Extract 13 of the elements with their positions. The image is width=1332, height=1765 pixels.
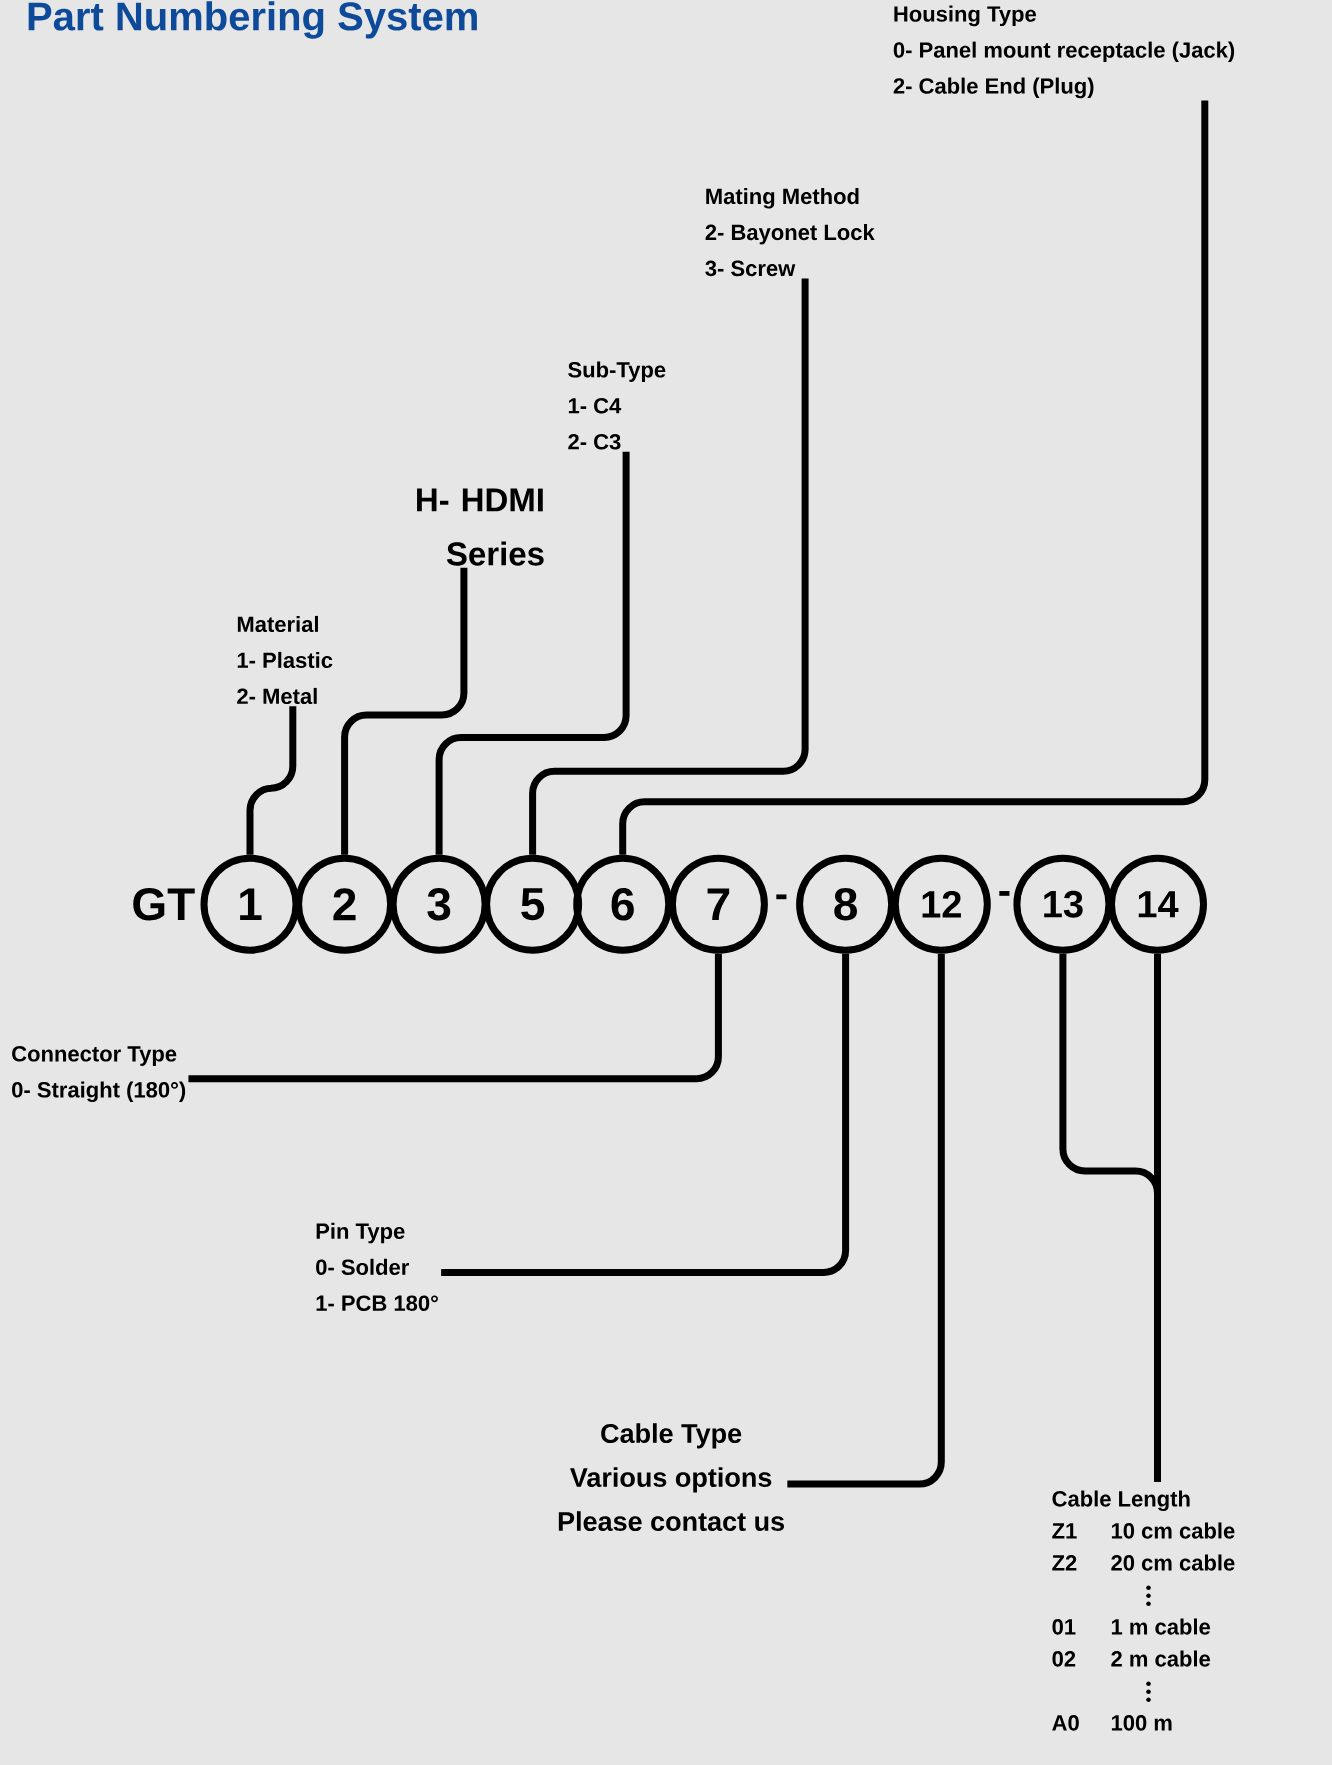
title: Part Numbering System [28,1,477,39]
option-list: Mating Method 2- Bayonet Lock 3- Screw [705,188,875,277]
option-list: Material 1- Plastic 2- Metal [237,615,333,705]
option-list: Sub-Type 1- C4 2- C3 [568,361,666,450]
option-list: Housing Type 0- Panel mount receptacle (Jack) 2- Cable End (Plug) [893,5,1235,99]
prefix-text: GT [133,887,195,921]
separator-text: - [999,891,1010,896]
option-table: Cable Length Z1 10 cm cable Z2 20 cm cable 01 1 m cable 02 2 m cable A0 100 m [1052,1490,1235,1731]
option-list: Cable Type Various options Please contact us [558,1423,784,1532]
separator-text: - [776,894,787,900]
series-label: H- HDMI Series [417,488,544,566]
option-list: Pin Type 0- Solder 1- PCB 180° [316,1222,438,1311]
option-list: Connector Type 0- Straight (180°) [12,1046,186,1103]
